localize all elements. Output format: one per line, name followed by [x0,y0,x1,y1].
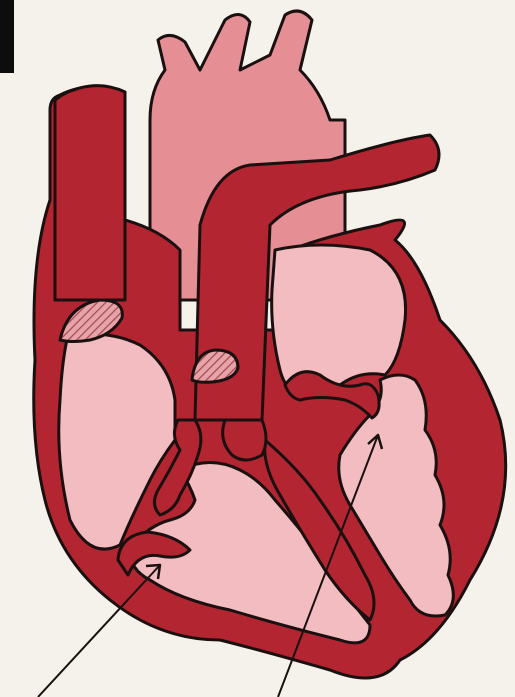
superior-vena-cava [55,86,125,300]
left-atrium [272,245,406,396]
corner-block [0,0,14,73]
chordae-right [223,420,266,460]
